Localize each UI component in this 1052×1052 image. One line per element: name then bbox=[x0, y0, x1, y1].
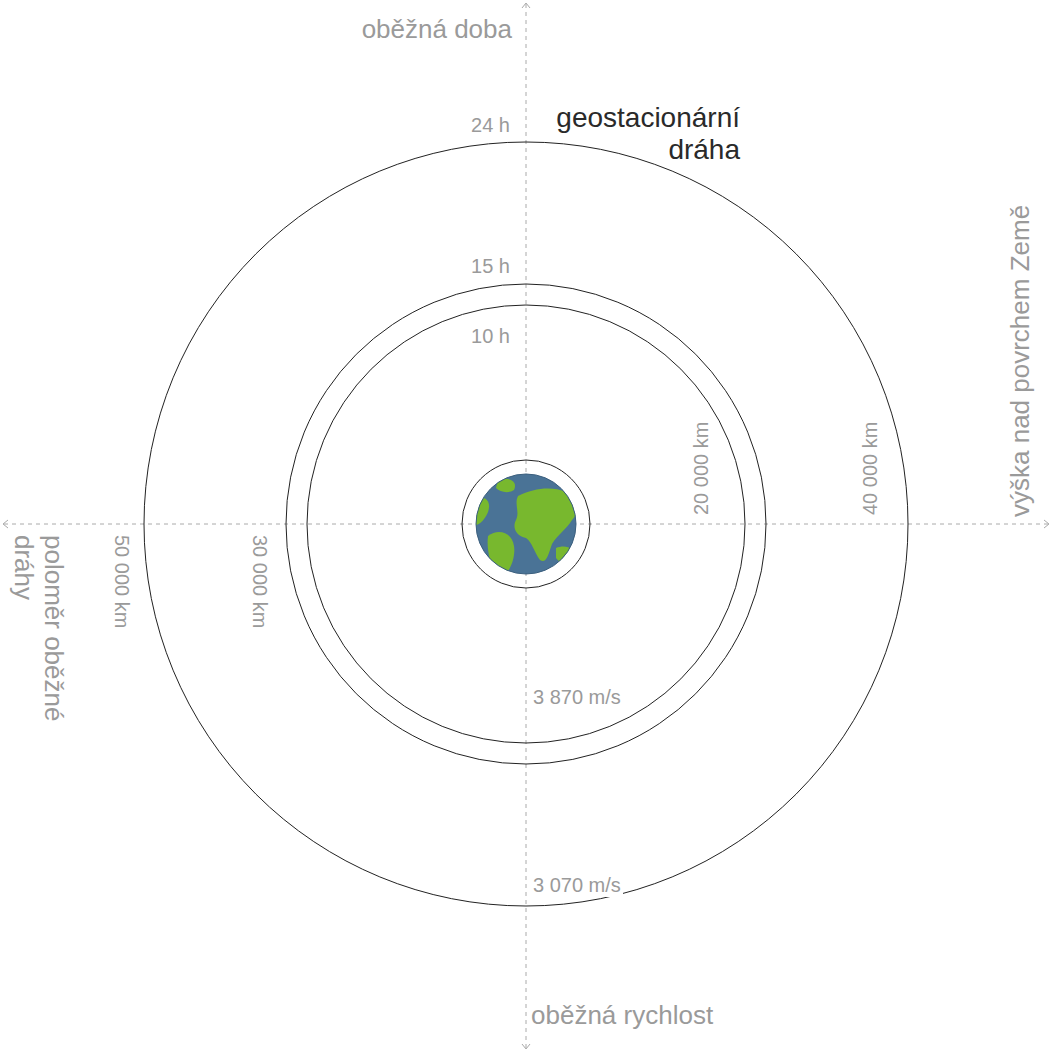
axis-arrowhead bbox=[522, 1044, 530, 1049]
altitude-label: 20 000 km bbox=[690, 422, 713, 515]
orbits bbox=[144, 142, 908, 906]
period-label: 15 h bbox=[469, 255, 512, 278]
continent bbox=[470, 498, 489, 526]
altitude-label: 40 000 km bbox=[859, 422, 882, 515]
axis-title: výška nad povrchem Země bbox=[1006, 205, 1036, 517]
axis-title: poloměr oběžné dráhy bbox=[8, 535, 68, 750]
orbit-circle bbox=[286, 284, 766, 764]
axis-arrowhead bbox=[3, 520, 8, 528]
period-label: 10 h bbox=[469, 325, 512, 348]
speed-label: 3 070 m/s bbox=[531, 874, 623, 897]
period-label: 24 h bbox=[469, 114, 512, 137]
axis-arrowhead bbox=[1044, 520, 1049, 528]
geostationary-orbit bbox=[144, 142, 908, 906]
continent bbox=[496, 479, 515, 492]
axis-title: oběžná doba bbox=[362, 15, 512, 45]
continent bbox=[488, 532, 515, 580]
earth bbox=[470, 474, 577, 580]
earth-outline bbox=[476, 474, 576, 574]
orbit-circle bbox=[462, 460, 590, 588]
speed-label: 3 870 m/s bbox=[531, 686, 623, 709]
orbit-circle bbox=[307, 305, 745, 743]
radius-label: 50 000 km bbox=[110, 535, 133, 628]
axes bbox=[3, 3, 1049, 1049]
axis-arrowhead bbox=[522, 3, 530, 8]
axis-title: oběžná rychlost bbox=[531, 1001, 713, 1031]
orbit-name: geostacionární dráha bbox=[500, 102, 740, 166]
radius-label: 30 000 km bbox=[248, 535, 271, 628]
